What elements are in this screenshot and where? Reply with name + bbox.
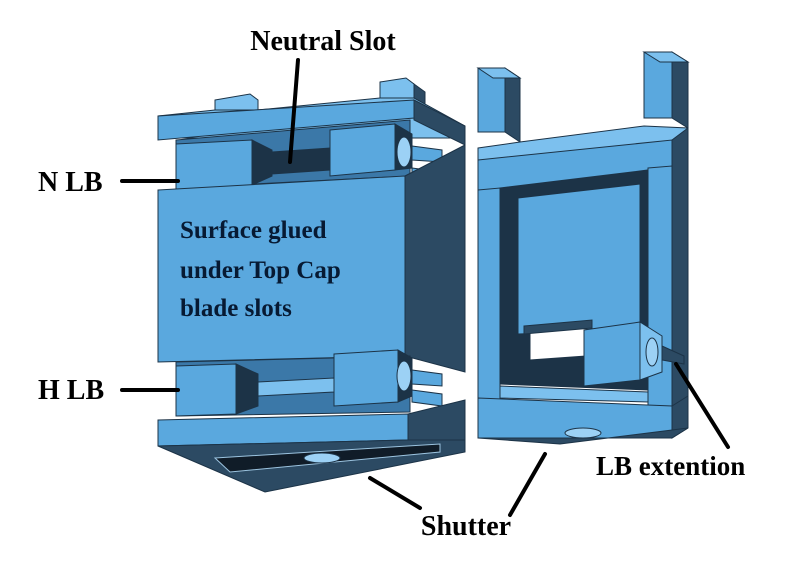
surface-label-line3: blade slots [180, 295, 292, 322]
lower-slot-left-boss-side [235, 363, 259, 415]
right-block [476, 51, 690, 445]
right-block-right-post-side [671, 51, 689, 129]
lower-pin-hole [396, 360, 412, 392]
right-block-inner-panel [517, 183, 641, 335]
surface-label-line2: under Top Cap [180, 257, 341, 284]
neutral-slot-label: Neutral Slot [250, 26, 396, 57]
right-block-window-rim [523, 319, 593, 335]
right-block-left-post-side [504, 67, 521, 143]
shutter-leader-right [508, 452, 547, 517]
right-shutter-hole [564, 427, 602, 439]
upper-slot-left-boss [175, 139, 253, 191]
lb-extension-leader [674, 362, 730, 449]
lower-notch-top [411, 369, 443, 387]
left-block [157, 77, 466, 493]
left-block-tab-right [379, 77, 415, 99]
left-block-base-side [407, 399, 466, 441]
right-block-lower-ledge [499, 385, 649, 403]
right-block-right-rail [647, 165, 673, 421]
lb-extension-label: LB extention [596, 451, 745, 481]
neutral-slot-channel [271, 147, 331, 175]
right-block-bottom [477, 427, 689, 445]
lower-slot-left-boss [175, 363, 237, 417]
right-block-left-post-top [476, 67, 522, 79]
neutral-slot-leader [288, 58, 300, 164]
lb-extension-hole [645, 337, 659, 367]
right-block-right-post-top [642, 51, 690, 63]
upper-pin-hole [396, 136, 412, 168]
surface-label-line1: Surface glued [180, 217, 327, 244]
left-shutter-hole [303, 452, 341, 464]
lb-extension-boss [583, 321, 641, 387]
lb-extension-tab [661, 345, 685, 365]
upper-slot-left-boss-side [251, 139, 273, 186]
lower-notch-bottom [411, 389, 443, 407]
lower-slot-right-boss [333, 349, 399, 407]
n-lb-label: N LB [38, 167, 103, 198]
left-block-right-side-main [404, 144, 466, 373]
shutter-leader-left [368, 476, 422, 510]
left-block-tab-left [214, 93, 259, 111]
upper-slot-right-boss [329, 123, 396, 177]
shutter-label: Shutter [421, 511, 511, 542]
leader-lines [120, 58, 730, 517]
h-lb-label: H LB [38, 375, 104, 406]
